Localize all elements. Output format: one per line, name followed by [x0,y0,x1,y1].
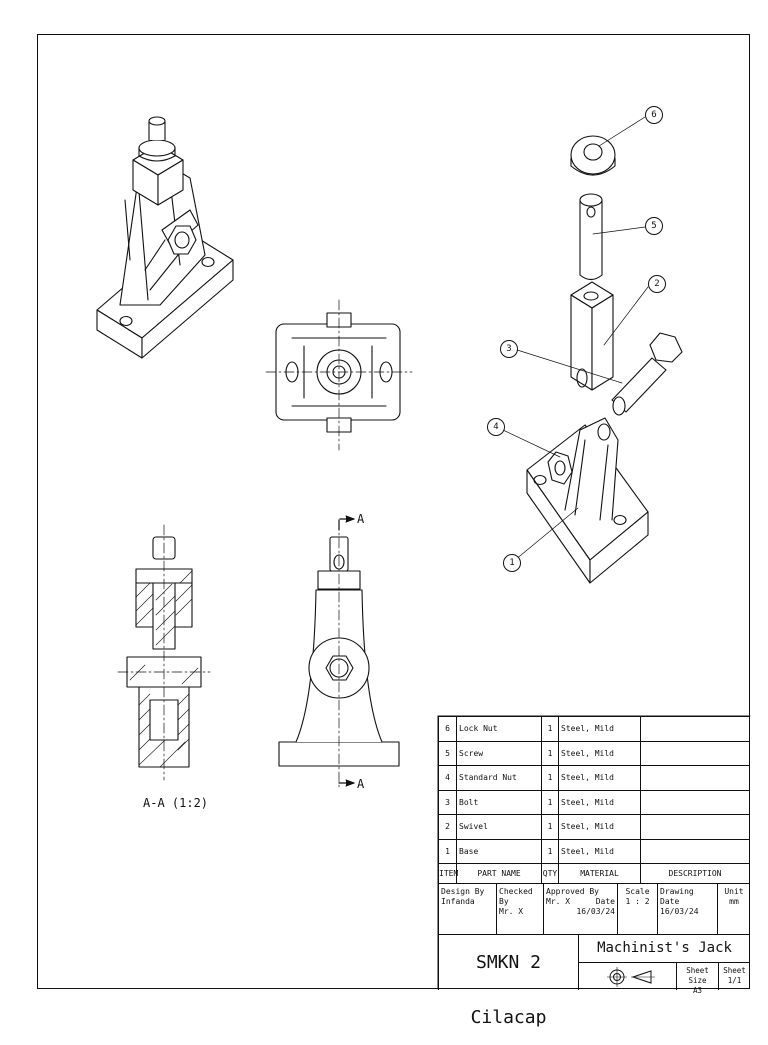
part-name-cell: Standard Nut [456,766,541,790]
description-cell [640,790,750,814]
checked-by-cell: Checked By Mr. X [496,884,543,934]
material-cell: Steel, Mild [558,741,640,765]
approval-row: Design By Infanda Checked By Mr. X Appro… [438,883,750,934]
sheet-size-label: Sheet Size [686,966,709,985]
balloon-2: 2 [648,275,666,293]
sheet-number-cell: Sheet 1/1 [718,962,750,990]
isometric-assembly-view [96,116,234,359]
top-view [265,299,413,451]
balloon-3: 3 [500,340,518,358]
unit-label: Unit [724,887,744,896]
unit-value: mm [729,897,739,906]
qty-cell: 1 [541,790,558,814]
sheet-value: 1/1 [727,976,742,985]
exploded-isometric-view [502,116,683,584]
balloon-5: 5 [645,217,663,235]
parts-row: 5 Screw 1 Steel, Mild [438,740,750,765]
drawing-date-label: Drawing Date [660,887,694,906]
drawing-date-value: 16/03/24 [660,907,699,916]
item-cell: 4 [438,766,456,790]
section-label: A-A (1:2) [143,796,209,810]
qty-cell: 1 [541,839,558,863]
approved-by-label: Approved By [546,887,599,896]
sheet-size-value: A3 [692,986,703,995]
description-cell [640,839,750,863]
part-name-cell: Swivel [456,815,541,839]
drawing-date-cell: Drawing Date 16/03/24 [657,884,717,934]
approved-date-line: Mr. X 16/03/24 [546,897,615,916]
parts-row: 1 Base 1 Steel, Mild [438,838,750,863]
material-cell: Steel, Mild [558,815,640,839]
material-cell: Steel, Mild [558,839,640,863]
balloon-6: 6 [645,106,663,124]
checked-by-label: Checked By [499,887,533,906]
drawing-sheet-border [37,34,750,989]
description-cell [640,766,750,790]
parts-table-header: ITEM PART NAME QTY MATERIAL DESCRIPTION [438,863,750,883]
section-view-a-a [117,524,211,781]
qty-cell: 1 [541,815,558,839]
front-view [278,515,400,791]
item-cell: 6 [438,717,456,741]
projection-symbol [578,962,676,990]
header-description: DESCRIPTION [640,864,750,883]
technical-drawing-views [96,116,751,990]
material-cell: Steel, Mild [558,790,640,814]
description-cell [640,815,750,839]
sheet-label: Sheet [723,966,746,975]
title-footer: SMKN 2 Cilacap Machinist's Jack Sheet Si… [438,934,750,1028]
header-part-name: PART NAME [456,864,541,883]
material-cell: Steel, Mild [558,717,640,741]
cut-marker-top: A [357,512,365,526]
school-name: SMKN 2 Cilacap [438,935,578,1028]
description-cell [640,741,750,765]
design-by-value: Infanda [441,897,475,906]
part-name-cell: Screw [456,741,541,765]
item-cell: 5 [438,741,456,765]
scale-cell: Scale 1 : 2 [617,884,657,934]
unit-cell: Unit mm [717,884,750,934]
design-by-label: Design By [441,887,485,896]
parts-row: 4 Standard Nut 1 Steel, Mild [438,765,750,790]
description-cell [640,717,750,741]
scale-value: 1 : 2 [625,897,650,906]
qty-cell: 1 [541,741,558,765]
approved-by-cell: Approved By Date Mr. X 16/03/24 [543,884,617,934]
parts-row: 2 Swivel 1 Steel, Mild [438,814,750,839]
balloon-4: 4 [487,418,505,436]
part-name-cell: Lock Nut [456,717,541,741]
item-cell: 2 [438,815,456,839]
drawing-title: Machinist's Jack [578,935,750,962]
scale-label: Scale [625,887,650,896]
sheet-size-cell: Sheet Size A3 [676,962,718,995]
date-label: Date [595,897,615,906]
header-qty: QTY [541,864,558,883]
material-cell: Steel, Mild [558,766,640,790]
part-name-cell: Base [456,839,541,863]
header-material: MATERIAL [558,864,640,883]
cut-marker-bottom: A [357,777,365,791]
first-angle-projection-icon [607,967,655,987]
part-name-cell: Bolt [456,790,541,814]
parts-row: 3 Bolt 1 Steel, Mild [438,789,750,814]
qty-cell: 1 [541,766,558,790]
item-cell: 3 [438,790,456,814]
title-block: 6 Lock Nut 1 Steel, Mild 5 Screw 1 Steel… [438,716,750,1028]
balloon-1: 1 [503,554,521,572]
design-by-cell: Design By Infanda [438,884,496,934]
header-item: ITEM [438,864,458,883]
date-value: 16/03/24 [576,907,615,916]
approved-by-value: Mr. X [546,897,571,906]
parts-row: 6 Lock Nut 1 Steel, Mild [438,716,750,741]
checked-by-value: Mr. X [499,907,524,916]
qty-cell: 1 [541,717,558,741]
item-cell: 1 [438,839,456,863]
